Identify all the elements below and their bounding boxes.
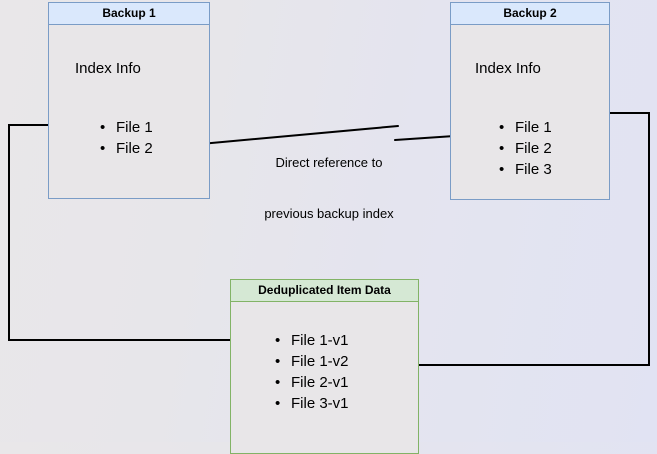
node-backup-2[interactable]: Backup 2 Index Info File 1 File 2 File 3	[450, 2, 610, 200]
node-backup-1-body: Index Info File 1 File 2	[49, 25, 209, 198]
node-backup-1-header: Backup 1	[49, 3, 209, 25]
backup-2-index-info-label: Index Info	[475, 60, 541, 77]
dedup-file-list: File 1-v1 File 1-v2 File 2-v1 File 3-v1	[275, 330, 349, 414]
node-deduplicated-item-data-header: Deduplicated Item Data	[231, 280, 418, 302]
list-item: File 1	[100, 117, 153, 138]
backup-2-file-list: File 1 File 2 File 3	[499, 117, 552, 180]
list-item: File 1-v2	[275, 351, 349, 372]
list-item: File 2	[499, 138, 552, 159]
edge-label-line-2: previous backup index	[264, 206, 394, 221]
diagram-canvas: Backup 1 Index Info File 1 File 2 Backup…	[0, 0, 657, 442]
list-item: File 3	[499, 159, 552, 180]
backup-1-file-list: File 1 File 2	[100, 117, 153, 159]
list-item: File 3-v1	[275, 393, 349, 414]
edge-backup2-file1-to-dedup	[384, 112, 650, 369]
list-item: File 1	[499, 117, 552, 138]
list-item: File 2	[100, 138, 153, 159]
list-item: File 2-v1	[275, 372, 349, 393]
node-backup-2-header: Backup 2	[451, 3, 609, 25]
edge-label-line-1: Direct reference to	[275, 155, 383, 170]
backup-1-index-info-label: Index Info	[75, 60, 141, 77]
list-item: File 1-v1	[275, 330, 349, 351]
node-deduplicated-item-data-body: File 1-v1 File 1-v2 File 2-v1 File 3-v1	[231, 302, 418, 453]
node-backup-2-body: Index Info File 1 File 2 File 3	[451, 25, 609, 199]
node-backup-1[interactable]: Backup 1 Index Info File 1 File 2	[48, 2, 210, 199]
node-deduplicated-item-data[interactable]: Deduplicated Item Data File 1-v1 File 1-…	[230, 279, 419, 454]
edge-label-direct-reference: Direct reference to previous backup inde…	[249, 120, 409, 256]
